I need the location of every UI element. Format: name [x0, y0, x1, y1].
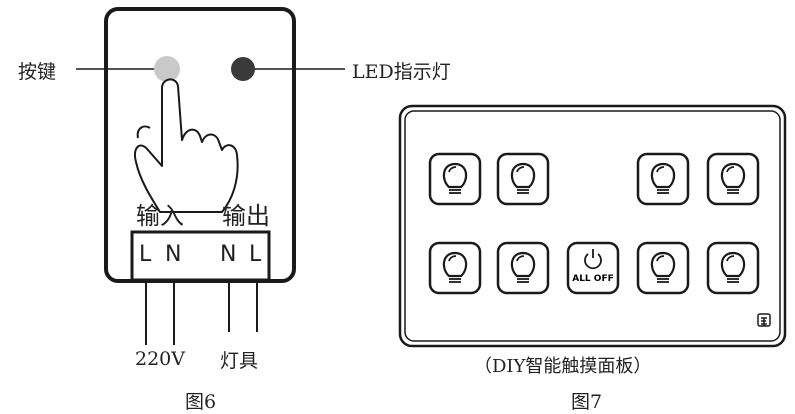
light-bulb-icon — [720, 162, 746, 194]
terminal-block — [130, 230, 271, 282]
light-bulb-icon — [442, 251, 468, 283]
voltage-label: 220V — [135, 348, 185, 370]
led-indicator — [231, 57, 255, 81]
lamp-label: 灯具 — [220, 350, 259, 372]
light-bulb-icon — [510, 162, 536, 194]
light-button-1[interactable] — [428, 152, 482, 206]
light-bulb-icon — [650, 251, 676, 283]
fig7-caption: 图7 — [571, 391, 603, 413]
all-off-button[interactable]: ALL OFF — [566, 241, 620, 295]
push-button — [154, 56, 180, 82]
brand-logo-icon — [757, 313, 771, 327]
light-bulb-icon — [442, 162, 468, 194]
output-label: 输出 — [222, 202, 270, 230]
light-button-2[interactable] — [496, 152, 550, 206]
button-label: 按键 — [18, 61, 57, 83]
terminal-out-n: N — [220, 242, 237, 267]
light-button-4[interactable] — [706, 152, 760, 206]
terminal-out-l: L — [249, 242, 262, 267]
terminal-in-l: L — [139, 242, 152, 267]
panel-caption: （DIY智能触摸面板） — [474, 356, 652, 377]
terminal-in-n: N — [165, 242, 182, 267]
light-button-8[interactable] — [706, 241, 760, 295]
light-button-3[interactable] — [636, 152, 690, 206]
light-bulb-icon — [510, 251, 536, 283]
pointing-hand-icon — [134, 78, 239, 213]
fig6-caption: 图6 — [185, 391, 217, 413]
light-bulb-icon — [720, 251, 746, 283]
power-icon — [584, 249, 602, 270]
light-button-6[interactable] — [496, 241, 550, 295]
light-button-7[interactable] — [636, 241, 690, 295]
led-label: LED指示灯 — [352, 61, 451, 83]
light-button-5[interactable] — [428, 241, 482, 295]
light-bulb-icon — [650, 162, 676, 194]
all-off-label: ALL OFF — [572, 274, 614, 284]
touch-panel-inner — [404, 110, 781, 342]
input-label: 输入 — [136, 202, 184, 230]
